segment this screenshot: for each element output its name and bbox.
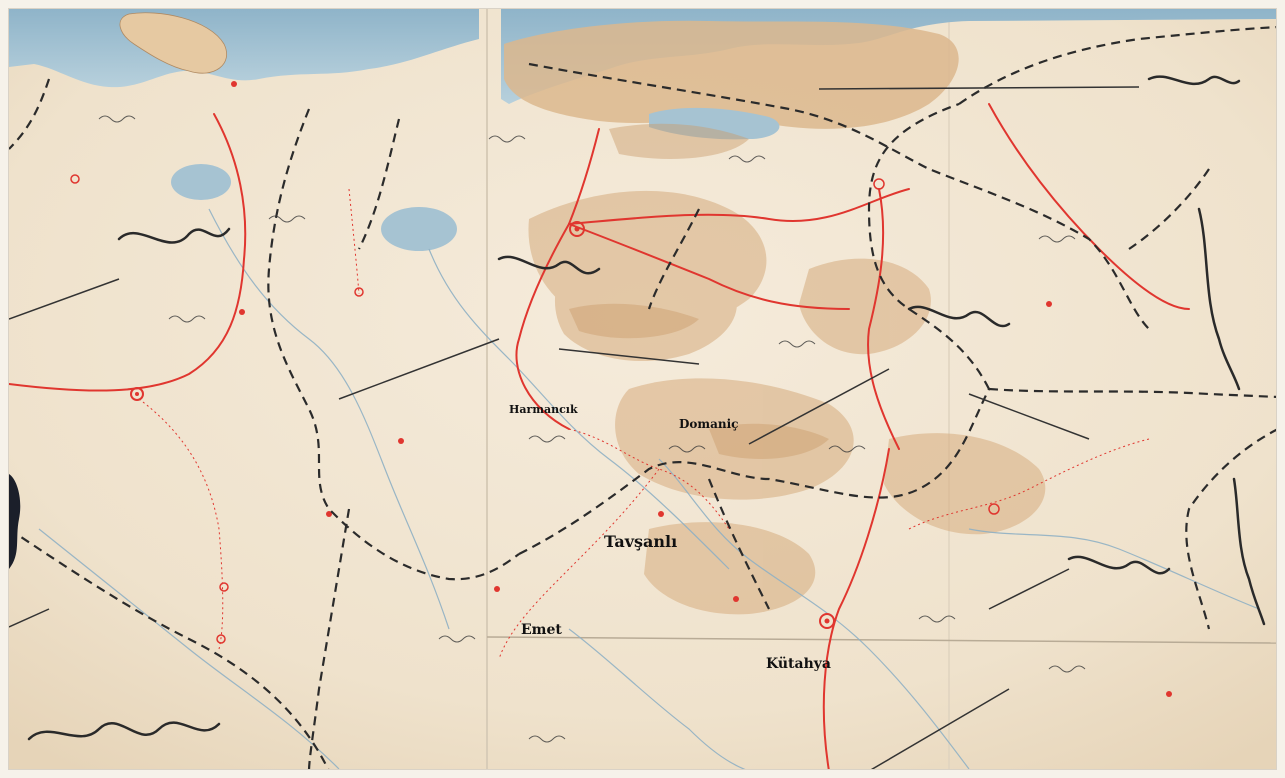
edge-shadow [9, 474, 21, 569]
kapidag-peninsula [119, 12, 227, 74]
lake-iznik [649, 107, 780, 140]
lake-manyas [171, 164, 231, 200]
lake-uluabat [381, 207, 457, 251]
ottoman-small-script [98, 115, 1086, 743]
fold-line [486, 636, 1276, 644]
place-label-domanic: Domaniç [679, 417, 739, 431]
place-label-emet: Emet [521, 622, 562, 638]
samanli-mountains [504, 20, 959, 129]
secondary-roads [138, 188, 1150, 660]
terrain-ridges [569, 123, 829, 459]
historical-ottoman-map[interactable]: Harmancık Domaniç Tavşanlı Emet Kütahya [8, 8, 1277, 770]
place-label-harmancik: Harmancık [509, 403, 578, 416]
administrative-boundaries [9, 26, 1276, 769]
map-graphic [9, 9, 1276, 769]
place-label-kutahya: Kütahya [766, 656, 831, 672]
rivers [38, 208, 1260, 769]
place-label-tavsanli: Tavşanlı [604, 532, 678, 551]
ottoman-script-marks [27, 75, 1266, 741]
terrain-relief [528, 190, 1046, 615]
pointer-lines [9, 86, 1140, 769]
settlement-markers [70, 81, 1172, 697]
